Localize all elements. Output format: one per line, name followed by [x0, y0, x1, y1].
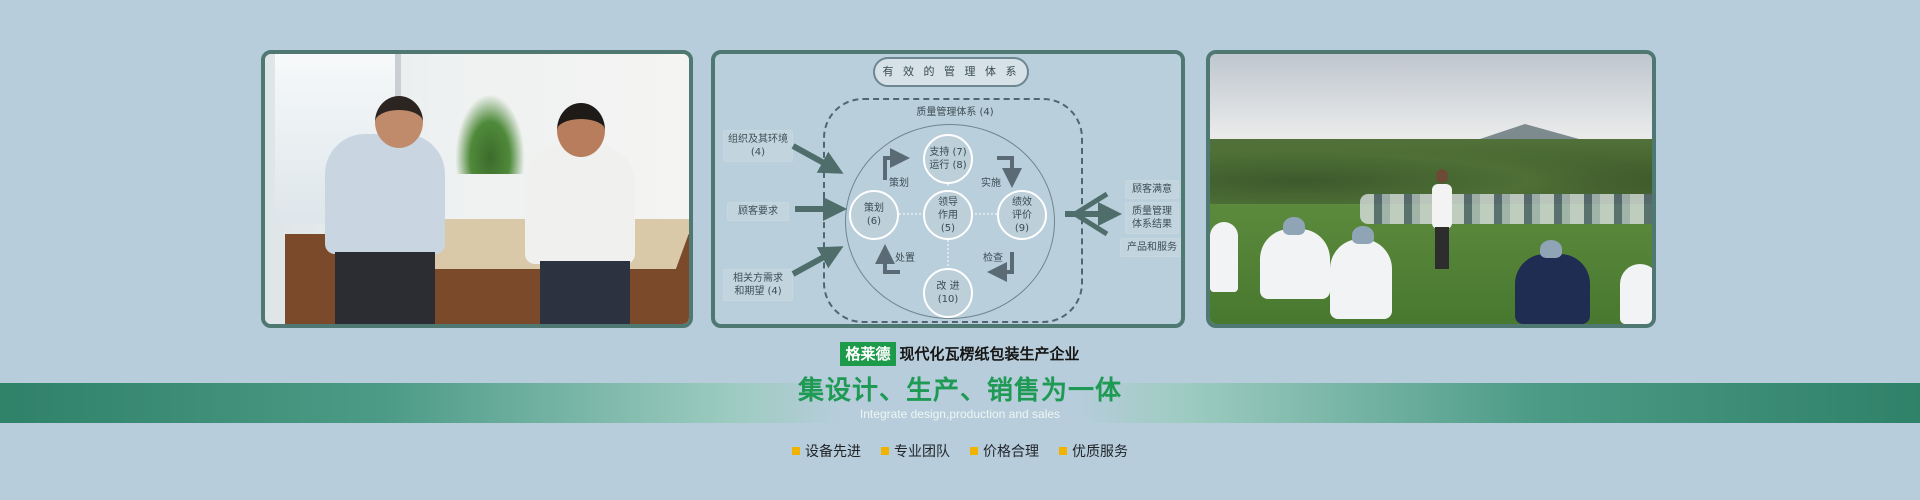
- management-system-diagram: 有 效 的 管 理 体 系 质量管理体系 (4) 组织及其环境 (4) 顾客要求…: [711, 50, 1185, 328]
- plant: [455, 94, 525, 174]
- seated-person: [1330, 239, 1392, 319]
- node-support-operation: 支持 (7) 运行 (8): [923, 134, 973, 184]
- seated-person: [1515, 254, 1590, 324]
- bullet-icon: [970, 447, 978, 455]
- cycle-do-label: 实施: [981, 178, 1001, 189]
- green-banner-band: [0, 383, 1920, 423]
- feature-list: 设备先进 专业团队 价格合理 优质服务: [0, 441, 1920, 461]
- diagram-title: 有 效 的 管 理 体 系: [873, 57, 1029, 87]
- cap: [1352, 226, 1374, 244]
- feature-item: 设备先进: [792, 441, 861, 461]
- feature-item: 优质服务: [1059, 441, 1128, 461]
- feature-item: 专业团队: [881, 441, 950, 461]
- seated-person: [1260, 229, 1330, 299]
- cap: [1283, 217, 1305, 235]
- brand-tag: 格莱德: [840, 342, 896, 366]
- team-building-photo: [1206, 50, 1656, 328]
- bullet-icon: [1059, 447, 1067, 455]
- cycle-plan-label: 策划: [889, 178, 909, 189]
- output-qms-results: 质量管理 体系结果: [1125, 202, 1179, 234]
- node-improvement: 改 进 (10): [923, 268, 973, 318]
- seated-person: [1620, 264, 1652, 324]
- cycle-act-label: 处置: [895, 253, 915, 264]
- node-leadership: 领导 作用 (5): [923, 190, 973, 240]
- node-performance-evaluation: 绩效 评价 (9): [997, 190, 1047, 240]
- feature-item: 价格合理: [970, 441, 1039, 461]
- slogan-english: Integrate design,production and sales: [859, 407, 1061, 421]
- bullet-icon: [881, 447, 889, 455]
- input-context: 组织及其环境 (4): [723, 130, 793, 162]
- pdca-circle: [845, 124, 1055, 319]
- bullet-icon: [792, 447, 800, 455]
- standing-speaker: [1432, 169, 1452, 269]
- cap: [1540, 240, 1562, 258]
- seated-person: [1210, 222, 1238, 292]
- cycle-check-label: 检查: [983, 253, 1003, 264]
- worker-left: [305, 84, 475, 324]
- brand-tagline: 现代化瓦楞纸包装生产企业: [899, 345, 1080, 363]
- input-stakeholder-needs: 相关方需求 和期望 (4): [723, 269, 793, 301]
- office-photo: [261, 50, 693, 328]
- brand-row: 格莱德现代化瓦楞纸包装生产企业: [0, 342, 1920, 366]
- output-products-services: 产品和服务: [1120, 238, 1181, 257]
- qms-label: 质量管理体系 (4): [916, 107, 994, 118]
- worker-right: [505, 99, 655, 324]
- input-customer-requirements: 顾客要求: [727, 202, 789, 221]
- slogan: 集设计、生产、销售为一体: [797, 376, 1122, 406]
- seated-crowd: [1360, 194, 1652, 224]
- office-background: [265, 54, 689, 324]
- output-customer-satisfaction: 顾客满意: [1125, 180, 1179, 199]
- node-planning: 策划 (6): [849, 190, 899, 240]
